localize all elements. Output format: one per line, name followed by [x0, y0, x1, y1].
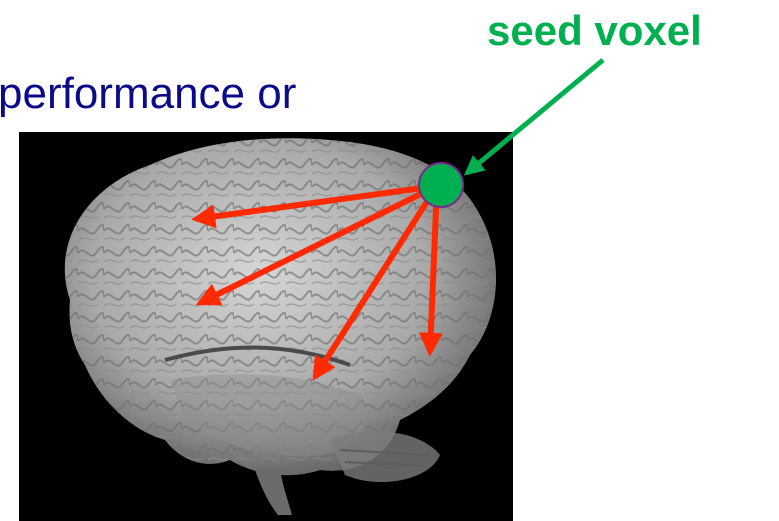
connection-arrow-prefrontal — [195, 183, 439, 306]
brain-image — [64, 138, 497, 515]
connection-arrow-temporal — [312, 184, 440, 382]
connection-arrow-frontal — [191, 183, 438, 229]
caption-text: performance or — [0, 69, 297, 118]
seed-pointer-arrow — [463, 58, 605, 176]
connection-arrow-occipital — [418, 185, 443, 357]
seed-voxel-label: seed voxel — [487, 7, 702, 54]
seed-voxel-dot — [418, 162, 464, 208]
